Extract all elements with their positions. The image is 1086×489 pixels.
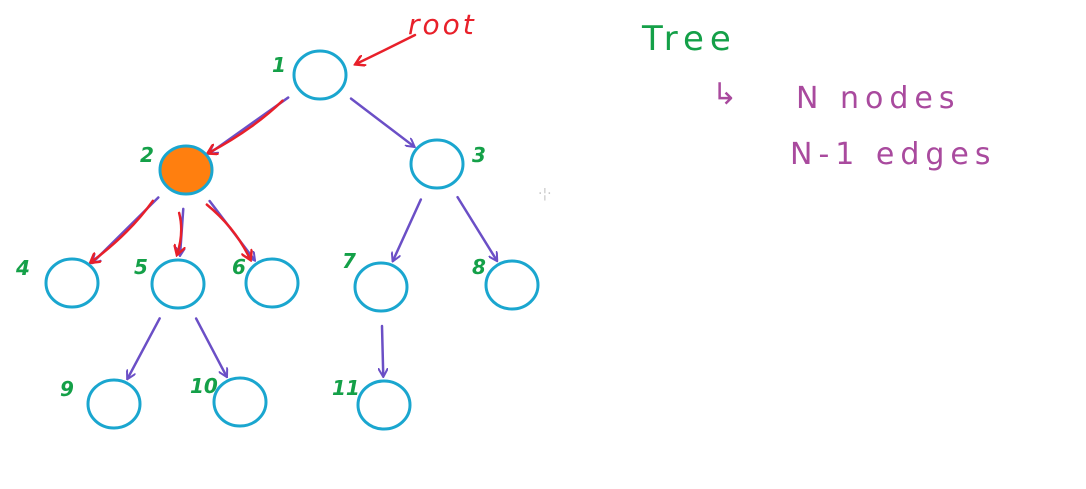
node-label: 6 [232,255,246,279]
node-label: 10 [190,374,218,398]
subpoint-arrow-icon: ↳ [712,77,743,112]
tree-node-7: 7 [342,249,409,313]
edge-3-7 [393,198,423,260]
tree-node-6: 6 [232,255,300,309]
trace-edge-2-5 [177,211,181,254]
node-circle [484,259,540,311]
node-circle [356,379,412,431]
node-label: 5 [134,255,148,279]
node-circle [86,378,142,430]
node-circle [212,376,268,428]
nodes-note: N nodes [796,81,960,116]
tree-node-9: 9 [60,377,142,430]
node-label: 2 [140,143,154,167]
edge-1-3 [349,97,414,147]
tree-node-10: 10 [190,374,268,428]
root-label: root [408,8,477,41]
node-label: 8 [472,255,486,279]
node-circle [244,257,300,309]
trace-edge-2-6 [205,203,250,260]
node-circle [158,144,214,196]
edges-note: N-1 edges [790,137,997,172]
trace-edge-1-2 [208,99,284,153]
nodes-layer: 1 2 3 4 5 6 7 8 9 10 11 [15,49,540,431]
edge-3-8 [456,195,497,260]
node-label: 1 [272,53,286,77]
edge-5-9 [128,317,161,378]
root-annotation: root [356,8,477,64]
node-circle [353,261,409,313]
tree-node-5: 5 [134,255,206,310]
tree-title: Tree [641,19,737,59]
node-label: 4 [15,256,30,280]
node-circle [409,138,465,190]
traversal-trace-layer [91,99,284,262]
tree-node-8: 8 [472,255,540,311]
node-label: 11 [332,376,360,400]
cursor-icon: ·¦· [538,186,552,202]
tree-node-4: 4 [15,256,100,309]
node-label: 3 [472,143,486,167]
node-label: 7 [342,249,356,273]
tree-node-1: 1 [272,49,348,101]
tree-node-2: 2 [140,143,214,196]
node-circle [292,49,348,101]
trace-edge-2-4 [91,199,155,262]
node-label: 9 [60,377,74,401]
edge-7-11 [382,324,383,376]
edge-5-10 [194,317,226,377]
tree-notes: Tree ↳ N nodes N-1 edges [641,19,997,172]
root-pointer-arrow [356,33,417,64]
tree-node-3: 3 [409,138,486,190]
node-circle [150,258,206,310]
tree-node-11: 11 [332,376,412,431]
node-circle [44,257,100,309]
